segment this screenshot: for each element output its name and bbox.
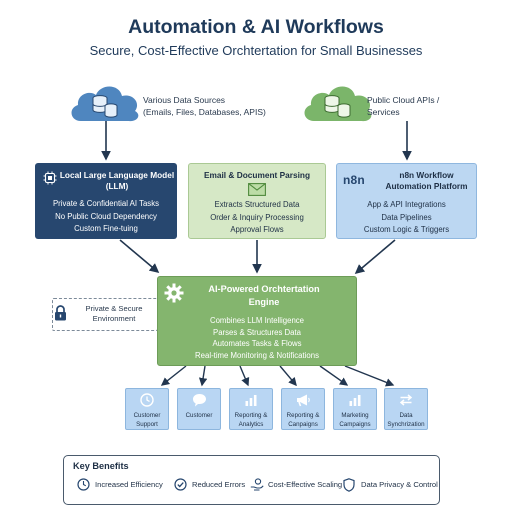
engine-item: Parses & Structures Data xyxy=(213,327,301,337)
n8n-title: n8n Workflow Automation Platform xyxy=(385,170,468,191)
llm-item: Custom Fine-tuing xyxy=(74,224,138,233)
n8n-item: Custom Logic & Triggers xyxy=(363,225,450,234)
bar-chart-icon xyxy=(245,395,257,406)
lock-icon xyxy=(55,305,66,321)
sync-arrows-icon xyxy=(399,394,413,406)
parsing-item: Order & Inquiry Processing xyxy=(210,212,304,222)
orchestration-engine-box: AI-Powered Orchtertation Engine Combines… xyxy=(157,276,357,366)
output-tile-reporting-campaigns: Reporting & Canpaigns xyxy=(281,388,325,430)
engine-item: Real-time Monitoring & Notifications xyxy=(195,350,319,360)
hand-coin-icon xyxy=(250,478,264,491)
database-cloud-icon xyxy=(71,86,139,122)
megaphone-icon xyxy=(297,394,310,407)
database-cloud-icon xyxy=(304,86,372,122)
key-benefits-title: Key Benefits xyxy=(73,461,129,471)
n8n-box: n8n n8n Workflow Automation Platform App… xyxy=(336,163,477,239)
gear-icon xyxy=(164,283,184,303)
llm-item: Private & Confidential AI Tasks xyxy=(52,199,160,208)
parsing-box: Email & Document Parsing Extracts Struct… xyxy=(188,163,326,239)
output-tile-data-synchronization: Data Synchrization xyxy=(384,388,428,430)
cloud-apis-label: Public Cloud APIs / Services xyxy=(367,95,440,117)
n8n-item: Data Pipelines xyxy=(381,212,432,222)
engine-item: Automates Tasks & Flows xyxy=(212,339,302,349)
clock-icon xyxy=(140,393,154,407)
output-tile-reporting-analytics: Reporting & Analytics xyxy=(229,388,273,430)
benefit-item: Data Privacy & Control xyxy=(343,478,438,492)
envelope-icon xyxy=(248,183,266,196)
chat-bubble-icon xyxy=(193,394,206,407)
ai-chip-icon xyxy=(43,171,57,185)
parsing-item: Extracts Structured Data xyxy=(214,200,300,209)
clock-icon xyxy=(77,478,90,491)
page-subtitle: Secure, Cost-Effective Orchtertation for… xyxy=(89,43,423,58)
key-benefits-panel xyxy=(63,455,440,505)
llm-title: Local Large Language Model (LLM) xyxy=(59,170,175,191)
llm-item: No Public Cloud Dependency xyxy=(55,211,157,221)
parsing-item: Approval Flows xyxy=(230,225,284,234)
page-title: Automation & AI Workflows xyxy=(128,16,384,38)
benefit-item: Reduced Errors xyxy=(174,478,245,491)
bar-chart-icon xyxy=(349,395,361,406)
parsing-title: Email & Document Parsing xyxy=(203,170,311,180)
n8n-logo: n8n xyxy=(343,173,365,187)
output-tile-customer: Customer xyxy=(177,388,221,430)
benefit-item: Increased Efficiency xyxy=(77,478,163,491)
n8n-item: App & API Integrations xyxy=(367,200,446,209)
data-sources-label: Various Data Sources (Emails, Files, Dat… xyxy=(143,95,266,117)
benefit-item: Cost-Effective Scaling xyxy=(250,478,342,491)
output-tile-marketing-campaigns: Marketing Campaigns xyxy=(333,388,377,430)
engine-item: Combines LLM Intelligence xyxy=(209,316,305,325)
engine-title: AI-Powered Orchtertation Engine xyxy=(208,284,320,307)
private-environment-label: Private & Secure Environment xyxy=(85,304,143,323)
output-tile-customer-support: Customer Support xyxy=(125,388,169,430)
check-circle-icon xyxy=(174,478,187,491)
shield-icon xyxy=(343,478,355,492)
llm-box: Local Large Language Model (LLM) Private… xyxy=(35,163,177,239)
